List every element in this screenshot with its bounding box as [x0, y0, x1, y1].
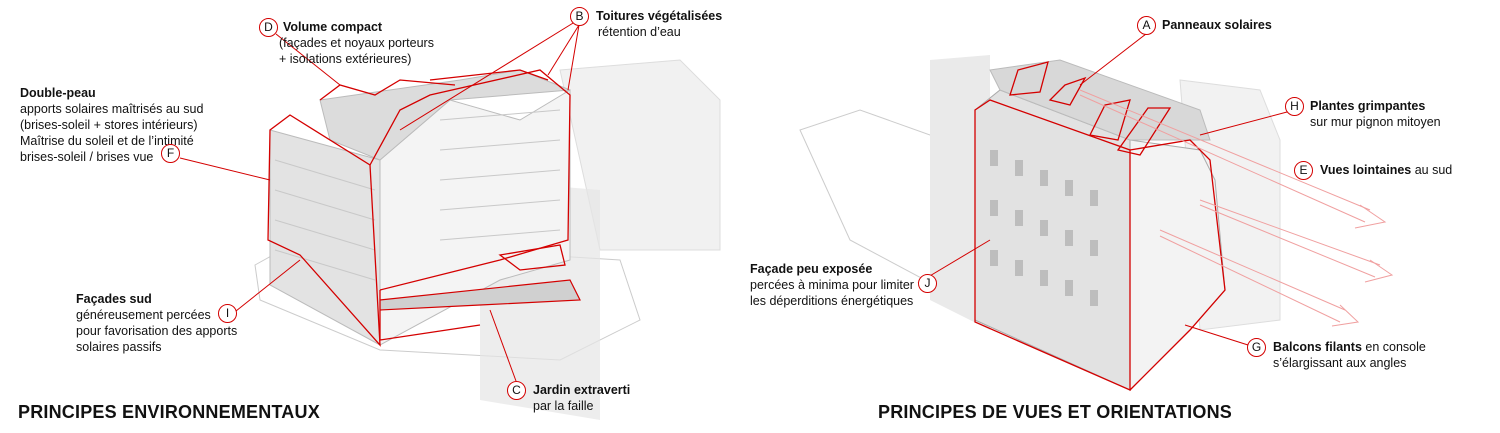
marker-c: C [507, 381, 526, 400]
marker-g: G [1247, 338, 1266, 357]
marker-f: F [161, 144, 180, 163]
marker-e: E [1294, 161, 1313, 180]
marker-b: B [570, 7, 589, 26]
annotation-balcons: Balcons filants en console s’élargissant… [1273, 340, 1426, 370]
annotation-facade-peu-exposee: Façade peu exposée percées à minima pour… [750, 262, 914, 308]
right-building-model [799, 33, 1394, 392]
marker-h: H [1285, 97, 1304, 116]
left-building-model [179, 19, 721, 420]
annotation-vues: Vues lointaines au sud [1320, 163, 1453, 177]
left-panel-title: PRINCIPES ENVIRONNEMENTAUX [18, 402, 320, 422]
right-panel-title: PRINCIPES DE VUES ET ORIENTATIONS [878, 402, 1232, 422]
annotation-panneaux: Panneaux solaires [1162, 18, 1272, 32]
marker-a: A [1137, 16, 1156, 35]
marker-d: D [259, 18, 278, 37]
annotation-facades-sud: Façades sud généreusement percées pour f… [76, 292, 238, 354]
marker-i: I [218, 304, 237, 323]
annotation-volume-compact: Volume compact (façades et noyaux porteu… [279, 20, 434, 66]
annotation-plantes: Plantes grimpantes sur mur pignon mitoye… [1310, 99, 1441, 129]
annotation-toitures: Toitures végétalisées rétention d’eau [596, 9, 723, 39]
marker-j: J [918, 274, 937, 293]
annotation-jardin: Jardin extraverti par la faille [533, 383, 631, 413]
annotation-double-peau: Double-peau apports solaires maîtrisés a… [20, 86, 204, 164]
